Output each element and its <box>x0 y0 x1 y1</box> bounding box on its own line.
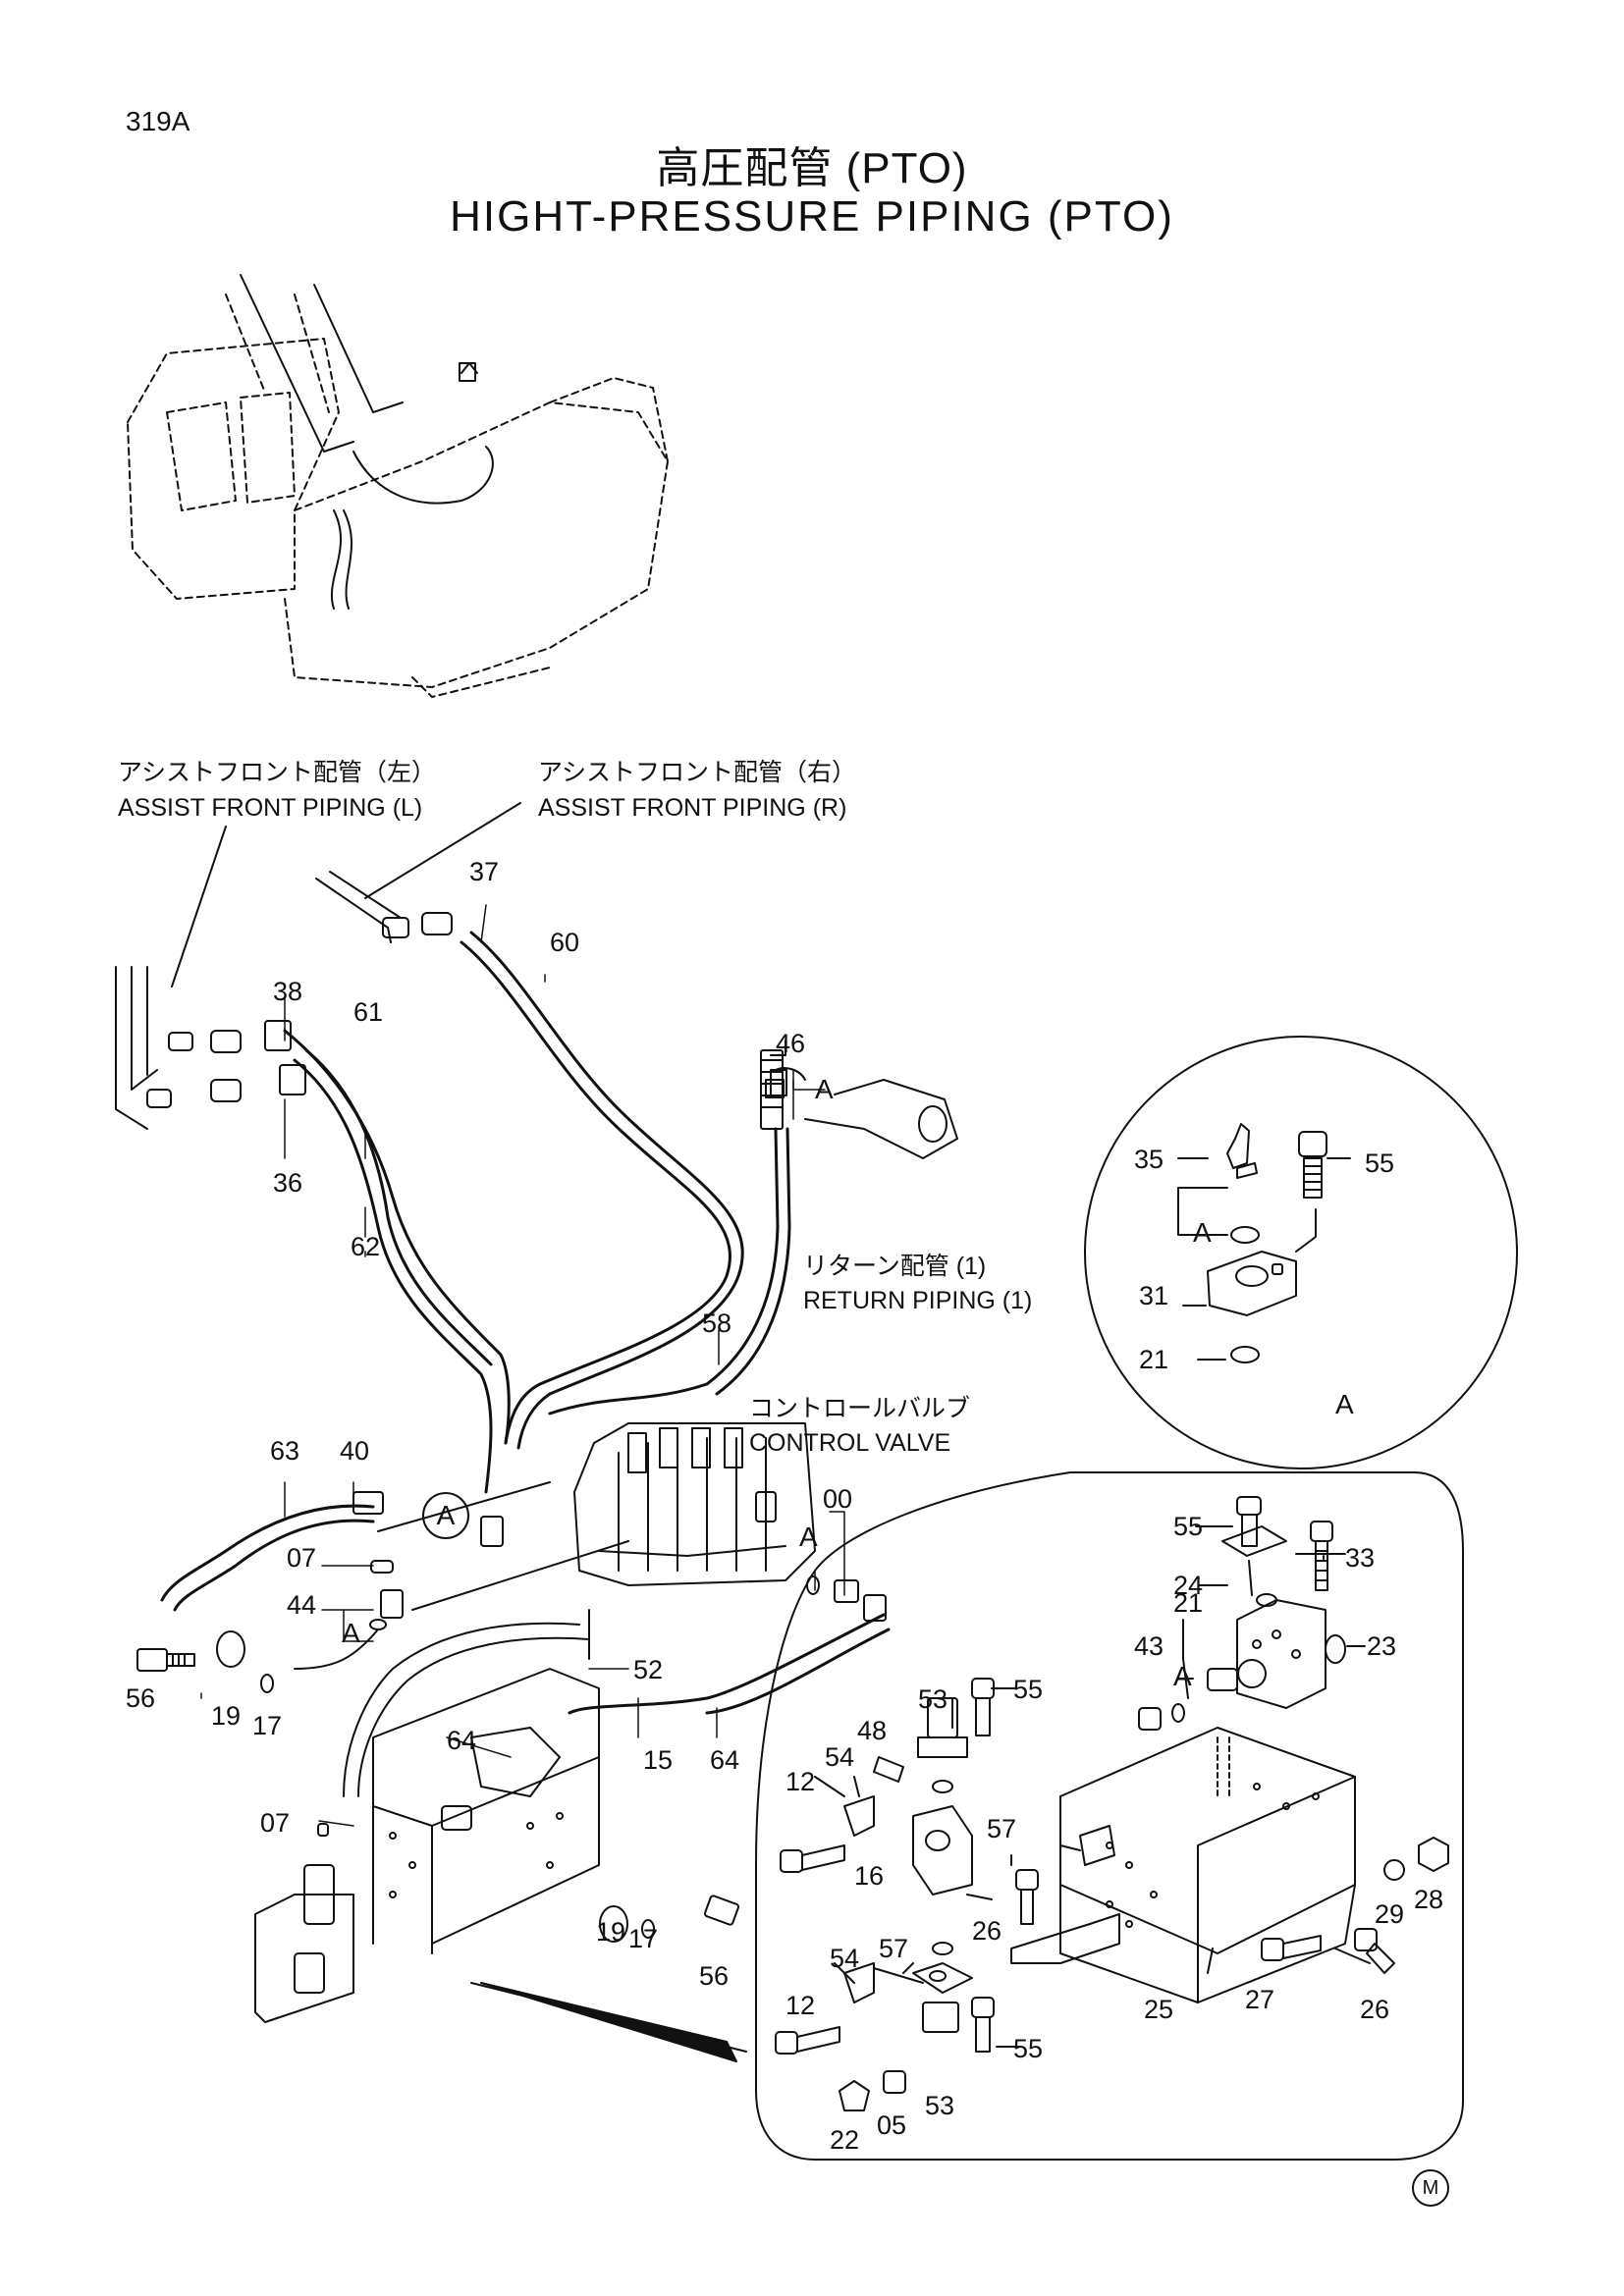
part-number: 55 <box>1365 1148 1395 1178</box>
part-number: 07 <box>287 1543 317 1573</box>
part-number: 52 <box>633 1655 664 1684</box>
fittings-top <box>210 912 958 1547</box>
m-mark: M <box>1412 2169 1449 2207</box>
part-number: 24 <box>1173 1571 1204 1600</box>
part-number: 00 <box>823 1484 853 1514</box>
ref-a-3: A <box>342 1618 360 1648</box>
assist-left-jp: アシストフロント配管（左） <box>118 759 437 786</box>
part-number: 21 <box>1173 1588 1204 1618</box>
ref-a-6: A <box>1173 1661 1192 1691</box>
detail-a-marker: A <box>422 1492 469 1539</box>
part-number: 21 <box>1139 1345 1169 1374</box>
part-number: 05 <box>877 2110 907 2140</box>
control-valve <box>573 1422 816 1586</box>
control-valve-en: CONTROL VALVE <box>749 1429 951 1457</box>
bracket-assembly <box>254 1668 747 2062</box>
ref-a-5: A <box>1335 1389 1354 1419</box>
part-number: 37 <box>469 857 500 886</box>
page-number: 319A <box>126 106 190 136</box>
hose-61-62 <box>283 1029 511 1494</box>
part-number: 36 <box>273 1168 303 1198</box>
title-english: HIGHT-PRESSURE PIPING (PTO) <box>450 192 1174 240</box>
part-number: 26 <box>972 1916 1002 1946</box>
part-number: 61 <box>353 997 384 1027</box>
assist-left-en: ASSIST FRONT PIPING (L) <box>118 794 423 822</box>
part-number: 57 <box>987 1814 1017 1843</box>
part-number: 33 <box>1345 1543 1376 1573</box>
part-number: 25 <box>1144 1995 1174 2024</box>
ref-a-2: A <box>799 1522 818 1552</box>
hose-return <box>548 1127 791 1415</box>
part-number: 53 <box>918 1684 948 1714</box>
part-number: 35 <box>1134 1145 1164 1174</box>
part-number: 23 <box>1367 1631 1397 1661</box>
part-number: 62 <box>351 1232 381 1261</box>
excavator-outline <box>127 294 669 698</box>
detail-lower-right <box>755 1471 1464 2161</box>
part-number: 07 <box>260 1808 291 1838</box>
excavator-boom <box>240 274 494 610</box>
part-number: 43 <box>1134 1631 1164 1661</box>
part-number: 54 <box>830 1944 860 1973</box>
part-number: 55 <box>1013 2034 1044 2063</box>
part-number: 17 <box>252 1711 283 1740</box>
assist-right-en: ASSIST FRONT PIPING (R) <box>538 794 847 822</box>
hose-64 <box>568 1613 891 1715</box>
hose-63 <box>160 1504 375 1612</box>
hose-60 <box>460 931 744 1450</box>
part-number: 31 <box>1139 1281 1169 1310</box>
part-number: 56 <box>699 1961 730 1991</box>
part-number: 16 <box>854 1861 885 1891</box>
part-number: 63 <box>270 1436 300 1466</box>
assist-front-piping-right <box>315 802 521 943</box>
part-number: 55 <box>1173 1512 1204 1541</box>
ref-a-1: A <box>815 1074 834 1104</box>
part-number: 26 <box>1360 1995 1390 2024</box>
part-number: 40 <box>340 1436 370 1466</box>
part-number: 53 <box>925 2091 955 2120</box>
part-number: 48 <box>857 1716 888 1745</box>
part-number: 27 <box>1245 1985 1275 2014</box>
title-japanese: 高圧配管 (PTO) <box>656 144 968 192</box>
detail-a-circle <box>1084 1036 1518 1469</box>
pipe-52-15 <box>343 1609 591 1797</box>
part-number: 17 <box>628 1924 659 1953</box>
part-number: 12 <box>785 1767 816 1796</box>
part-number: 64 <box>447 1726 477 1755</box>
part-number: 56 <box>126 1683 156 1713</box>
part-number: 38 <box>273 977 303 1006</box>
part-number: 15 <box>643 1745 674 1775</box>
part-number: 44 <box>287 1590 317 1620</box>
part-number: 19 <box>211 1701 242 1731</box>
part-number: 19 <box>596 1917 626 1947</box>
small-parts-left <box>136 1067 887 1943</box>
part-number: 58 <box>702 1308 732 1338</box>
part-number: 60 <box>550 928 580 957</box>
part-number: 46 <box>776 1029 806 1058</box>
part-number: 55 <box>1013 1675 1044 1704</box>
return-piping-jp: リターン配管 (1) <box>803 1253 987 1280</box>
leader-lines-main <box>200 904 845 1827</box>
part-number: 29 <box>1375 1899 1405 1929</box>
control-valve-jp: コントロールバルブ <box>749 1395 971 1422</box>
assist-front-piping-left <box>115 826 227 1130</box>
return-piping-en: RETURN PIPING (1) <box>803 1287 1033 1314</box>
assist-right-jp: アシストフロント配管（右） <box>538 759 857 786</box>
part-number: 12 <box>785 1991 816 2020</box>
part-number: 57 <box>879 1934 909 1963</box>
part-number: 64 <box>710 1745 740 1775</box>
part-number: 54 <box>825 1742 855 1772</box>
part-number: 28 <box>1414 1885 1444 1914</box>
part-number: 22 <box>830 2125 860 2155</box>
ref-a-4: A <box>1193 1217 1212 1248</box>
